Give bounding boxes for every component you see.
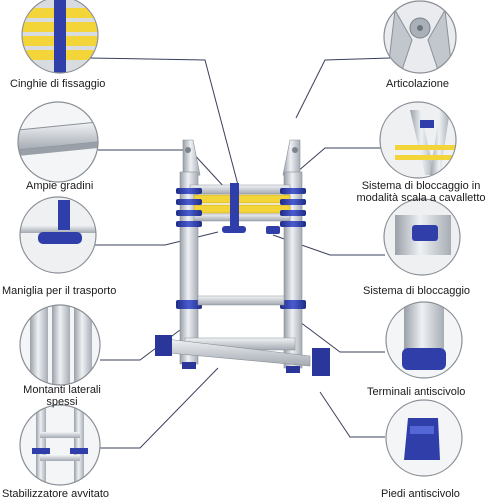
leader-lines bbox=[87, 57, 391, 449]
label-ampie: Ampie gradini bbox=[26, 180, 94, 192]
leader-sistema-cav bbox=[289, 147, 385, 179]
label-maniglia: Maniglia per il trasporto bbox=[2, 285, 117, 297]
leader-maniglia bbox=[95, 231, 219, 246]
leader-cinghie bbox=[87, 57, 239, 186]
detail-feet-image bbox=[385, 399, 463, 477]
leader-articolazione bbox=[295, 57, 391, 119]
label-sistema-bloccaggio: Sistema di bloccaggio bbox=[363, 285, 471, 297]
detail-steps-image bbox=[17, 101, 99, 183]
detail-lock-image bbox=[383, 198, 461, 276]
detail-handle-image bbox=[19, 196, 97, 274]
ladder-illustration bbox=[155, 139, 330, 376]
detail-stabilizer-image bbox=[19, 404, 101, 486]
label-articolazione: Articolazione bbox=[386, 78, 449, 90]
label-montanti: Montanti laterali spessi bbox=[23, 384, 101, 408]
label-terminali: Terminali antiscivolo bbox=[367, 386, 466, 398]
detail-straps-image bbox=[21, 0, 99, 74]
detail-rails-image bbox=[19, 304, 101, 386]
detail-aframe-lock-image bbox=[379, 101, 457, 179]
label-piedi: Piedi antiscivolo bbox=[381, 488, 460, 500]
detail-hinge-image bbox=[383, 0, 457, 74]
label-sistema-cavalletto: Sistema di bloccaggio in modalità scala … bbox=[356, 180, 486, 204]
leader-ampie bbox=[98, 149, 226, 189]
leader-piedi bbox=[319, 391, 385, 438]
detail-endcaps-image bbox=[385, 301, 463, 379]
leader-stabilizzatore bbox=[100, 367, 219, 449]
label-cinghie: Cinghie di fissaggio bbox=[10, 78, 106, 90]
leader-terminali bbox=[299, 321, 385, 353]
label-stabilizzatore: Stabilizzatore avvitato bbox=[2, 488, 109, 500]
